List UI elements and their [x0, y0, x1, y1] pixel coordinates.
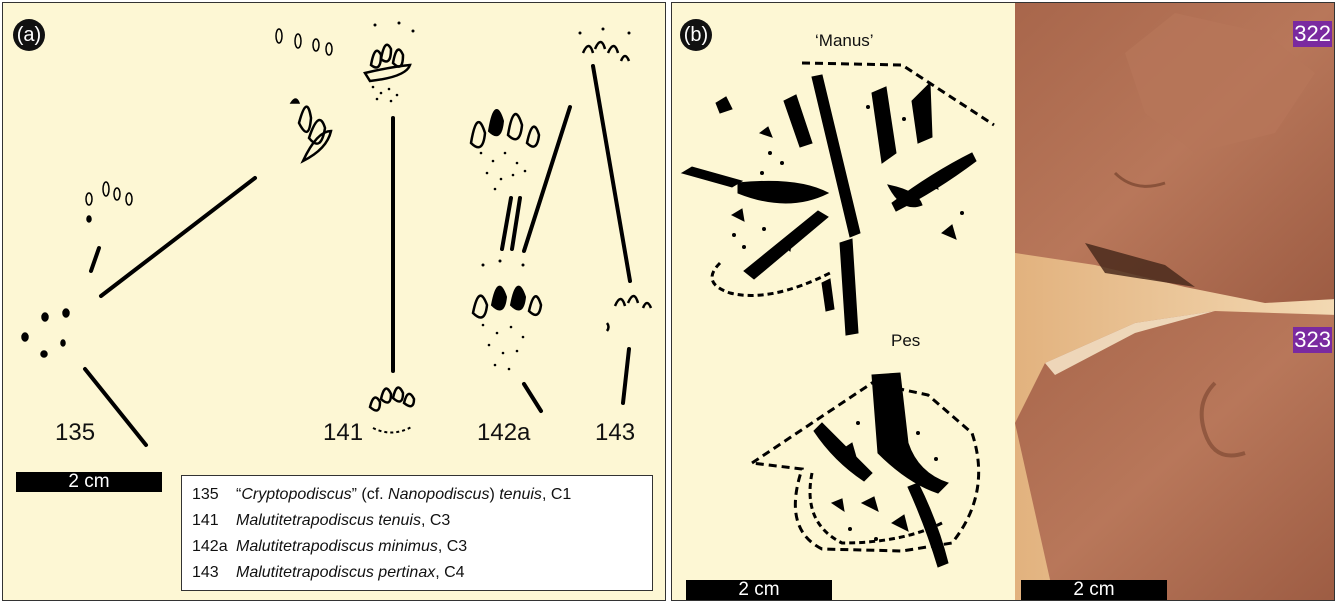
digit-impression	[381, 389, 391, 403]
digit-impression	[295, 34, 301, 48]
sole-outline	[373, 426, 413, 433]
digit-impression	[621, 56, 629, 61]
rock-slab-photo	[1015, 3, 1335, 601]
digit-impression	[313, 39, 319, 51]
digit-impression	[628, 296, 638, 303]
trackway-line	[101, 178, 255, 296]
digit-impression	[471, 122, 485, 147]
digit-impression	[126, 193, 132, 205]
digit-impression	[608, 46, 618, 53]
legend-row-135: 135 “Cryptopodiscus” (cf. Nanopodiscus) …	[192, 482, 642, 508]
panel-a: (a)	[2, 2, 666, 601]
digit-impression	[103, 182, 109, 196]
digit-impression	[370, 398, 380, 411]
trackway-line	[524, 384, 541, 411]
trackway-line	[512, 198, 520, 249]
legend: 135 “Cryptopodiscus” (cf. Nanopodiscus) …	[181, 475, 653, 591]
digit-impression	[508, 114, 522, 139]
digit-impression	[61, 340, 65, 346]
trackway-line	[593, 66, 630, 281]
digit-impression	[299, 107, 311, 132]
trackway-line	[91, 248, 99, 271]
digit-impression	[643, 303, 651, 308]
scale-bar-a: 2 cm	[16, 472, 162, 492]
scale-bar-photo: 2 cm	[1021, 580, 1167, 600]
sole-outline	[365, 65, 410, 81]
track-id-142a: 142a	[477, 419, 530, 447]
digit-impression	[595, 42, 605, 49]
trackway-line	[502, 198, 511, 249]
digit-impression	[527, 127, 539, 147]
legend-row-143: 143 Malutitetrapodiscus pertinax, C4	[192, 560, 642, 586]
track-id-143: 143	[595, 419, 635, 447]
track-id-135: 135	[55, 419, 95, 447]
digit-impression	[291, 99, 299, 103]
digit-impression	[489, 110, 503, 135]
digit-impression	[381, 45, 391, 62]
digit-impression	[42, 313, 48, 321]
legend-row-141: 141 Malutitetrapodiscus tenuis, C3	[192, 508, 642, 534]
trackway-line	[623, 349, 629, 403]
digit-impression	[87, 216, 91, 222]
legend-row-142a: 142a Malutitetrapodiscus minimus, C3	[192, 534, 642, 560]
digit-impression	[22, 333, 28, 341]
digit-impression	[303, 131, 331, 161]
digit-impression	[473, 296, 487, 318]
digit-impression	[63, 309, 69, 317]
digit-impression	[114, 188, 120, 200]
digit-impression	[615, 299, 625, 306]
digit-impression	[404, 394, 414, 406]
track-id-141: 141	[323, 419, 363, 447]
digit-impression	[492, 287, 506, 310]
digit-impression	[393, 50, 403, 67]
digit-impression	[41, 351, 47, 357]
digit-impression	[529, 296, 541, 315]
digit-impression	[607, 323, 609, 331]
panel-b: (b)	[671, 2, 1335, 601]
specimen-photo: 322 323 2 cm	[1015, 3, 1335, 601]
digit-impression	[276, 29, 282, 43]
scale-bar-drawing: 2 cm	[686, 580, 832, 600]
digit-impression	[583, 46, 593, 53]
digit-impression	[393, 388, 403, 402]
digit-impression	[511, 287, 525, 310]
slab-number-322: 322	[1293, 21, 1332, 47]
digit-impression	[86, 193, 92, 205]
manus-label: ‘Manus’	[815, 31, 874, 51]
digit-impression	[371, 51, 381, 68]
manus-pes-drawing	[672, 3, 1015, 601]
digit-impression	[326, 43, 332, 55]
slab-number-323: 323	[1293, 327, 1332, 353]
pes-label: Pes	[891, 331, 920, 351]
